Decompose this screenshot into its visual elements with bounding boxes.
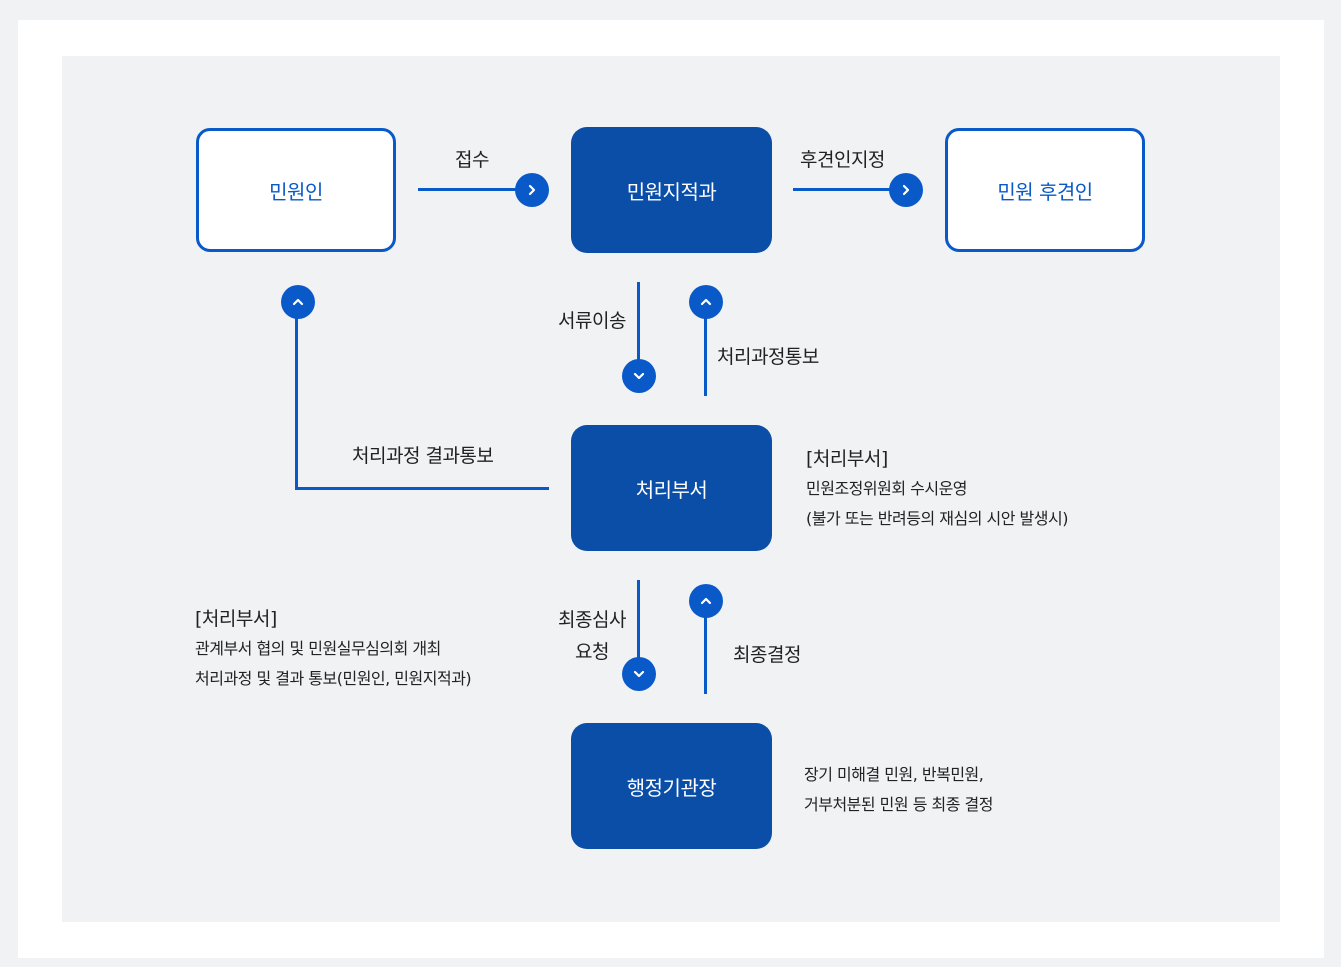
edge-final-review-label: 최종심사 요청	[558, 604, 626, 668]
edge-result-notice-label: 처리과정 결과통보	[352, 445, 494, 467]
chevron-right-icon	[889, 173, 923, 207]
note-processing-right-title: [처리부서]	[806, 448, 888, 470]
node-processing-dept: 처리부서	[571, 425, 772, 551]
node-processing-dept-label: 처리부서	[635, 477, 708, 502]
result-notice-horizontal-line	[295, 487, 549, 490]
note-processing-left-line2: 처리과정 및 결과 통보(민원인, 민원지적과)	[195, 669, 472, 688]
note-processing-right-line1: 민원조정위원회 수시운영	[806, 479, 968, 498]
note-agency-head: 장기 미해결 민원, 반복민원, 거부처분된 민원 등 최종 결정	[804, 760, 993, 820]
node-guardian-label: 민원 후견인	[997, 179, 1093, 204]
edge-receipt-label: 접수	[455, 149, 489, 171]
final-decision-line	[704, 616, 707, 694]
edge-guardian-designation-label: 후견인지정	[800, 149, 885, 171]
result-notice-vertical-line	[295, 318, 298, 490]
note-processing-right: [처리부서] 민원조정위원회 수시운영 (불가 또는 반려등의 재심의 시안 발…	[806, 444, 1068, 534]
chevron-up-icon	[689, 584, 723, 618]
node-designation-dept: 민원지적과	[571, 127, 772, 253]
node-complainant: 민원인	[196, 128, 396, 252]
note-agency-head-line1: 장기 미해결 민원, 반복민원,	[804, 765, 984, 784]
edge-document-transfer-label: 서류이송	[558, 310, 626, 332]
note-agency-head-line2: 거부처분된 민원 등 최종 결정	[804, 795, 993, 814]
node-complainant-label: 민원인	[269, 179, 323, 204]
note-processing-left: [처리부서] 관계부서 협의 및 민원실무심의회 개최 처리과정 및 결과 통보…	[195, 604, 472, 694]
node-agency-head: 행정기관장	[571, 723, 772, 849]
chevron-up-icon	[689, 285, 723, 319]
process-notice-line	[704, 318, 707, 396]
chevron-up-icon	[281, 285, 315, 319]
diagram-panel: 민원인 민원지적과 민원 후견인 접수 후견인지정 서류이송 처리과정통보 처리…	[62, 56, 1280, 922]
note-processing-right-line2: (불가 또는 반려등의 재심의 시안 발생시)	[806, 509, 1068, 528]
node-guardian: 민원 후견인	[945, 128, 1145, 252]
node-agency-head-label: 행정기관장	[626, 775, 717, 800]
final-review-line	[637, 580, 640, 660]
guardian-designation-line	[793, 188, 913, 191]
edge-final-review-line2: 요청	[574, 641, 609, 663]
chevron-down-icon	[622, 657, 656, 691]
receipt-line	[418, 188, 538, 191]
edge-final-decision-label: 최종결정	[733, 644, 801, 666]
document-transfer-line	[637, 282, 640, 362]
edge-process-notice-label: 처리과정통보	[717, 346, 819, 368]
node-designation-dept-label: 민원지적과	[626, 179, 717, 204]
note-processing-left-line1: 관계부서 협의 및 민원실무심의회 개최	[195, 639, 441, 658]
chevron-right-icon	[515, 173, 549, 207]
edge-final-review-line1: 최종심사	[558, 609, 626, 631]
note-processing-left-title: [처리부서]	[195, 608, 277, 630]
chevron-down-icon	[622, 359, 656, 393]
